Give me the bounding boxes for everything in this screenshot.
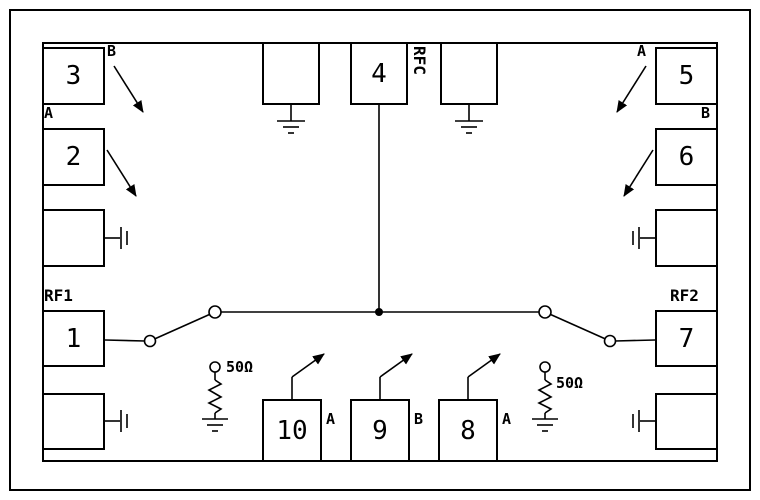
- pin-8-box: 8: [438, 399, 498, 462]
- ground-pad-top-left: [262, 42, 320, 105]
- pin-1-box: 1: [42, 310, 105, 367]
- ctrl-label-pin9: B: [414, 410, 424, 428]
- pin-9-number: 9: [372, 415, 388, 446]
- ground-pad-left-mid: [42, 209, 105, 267]
- pin-5-box: 5: [655, 47, 718, 105]
- pin-10-number: 10: [276, 415, 308, 446]
- drawing-border: [9, 9, 751, 491]
- pin-1-number: 1: [65, 323, 82, 354]
- pin-2-box: 2: [42, 128, 105, 186]
- pin-3-box: 3: [42, 47, 105, 105]
- ground-pad-right-bottom: [655, 393, 718, 450]
- ctrl-label-pin6: B: [701, 104, 711, 122]
- port-label-rf1: RF1: [44, 286, 73, 305]
- pin-4-box: 4: [350, 42, 408, 105]
- port-label-rfc: RFC: [410, 46, 429, 75]
- pin-3-number: 3: [65, 61, 82, 91]
- pin-10-box: 10: [262, 399, 322, 462]
- ctrl-label-pin2: A: [44, 104, 54, 122]
- pin-4-number: 4: [371, 58, 387, 89]
- pin-5-number: 5: [678, 61, 695, 91]
- pin-8-number: 8: [460, 415, 476, 446]
- port-label-rf2: RF2: [670, 286, 699, 305]
- ctrl-label-pin5: A: [637, 42, 647, 60]
- pin-7-box: 7: [655, 310, 718, 367]
- ground-pad-left-bottom: [42, 393, 105, 450]
- pin-6-box: 6: [655, 128, 718, 186]
- pin-9-box: 9: [350, 399, 410, 462]
- ctrl-label-pin3: B: [107, 42, 117, 60]
- pin-6-number: 6: [678, 142, 695, 172]
- pin-2-number: 2: [65, 142, 82, 172]
- ctrl-label-pin8: A: [502, 410, 512, 428]
- ground-pad-top-right: [440, 42, 498, 105]
- ctrl-label-pin10: A: [326, 410, 336, 428]
- resistor-right-value: 50Ω: [556, 374, 584, 392]
- resistor-left-value: 50Ω: [226, 358, 254, 376]
- pin-7-number: 7: [678, 323, 695, 354]
- ground-pad-right-mid: [655, 209, 718, 267]
